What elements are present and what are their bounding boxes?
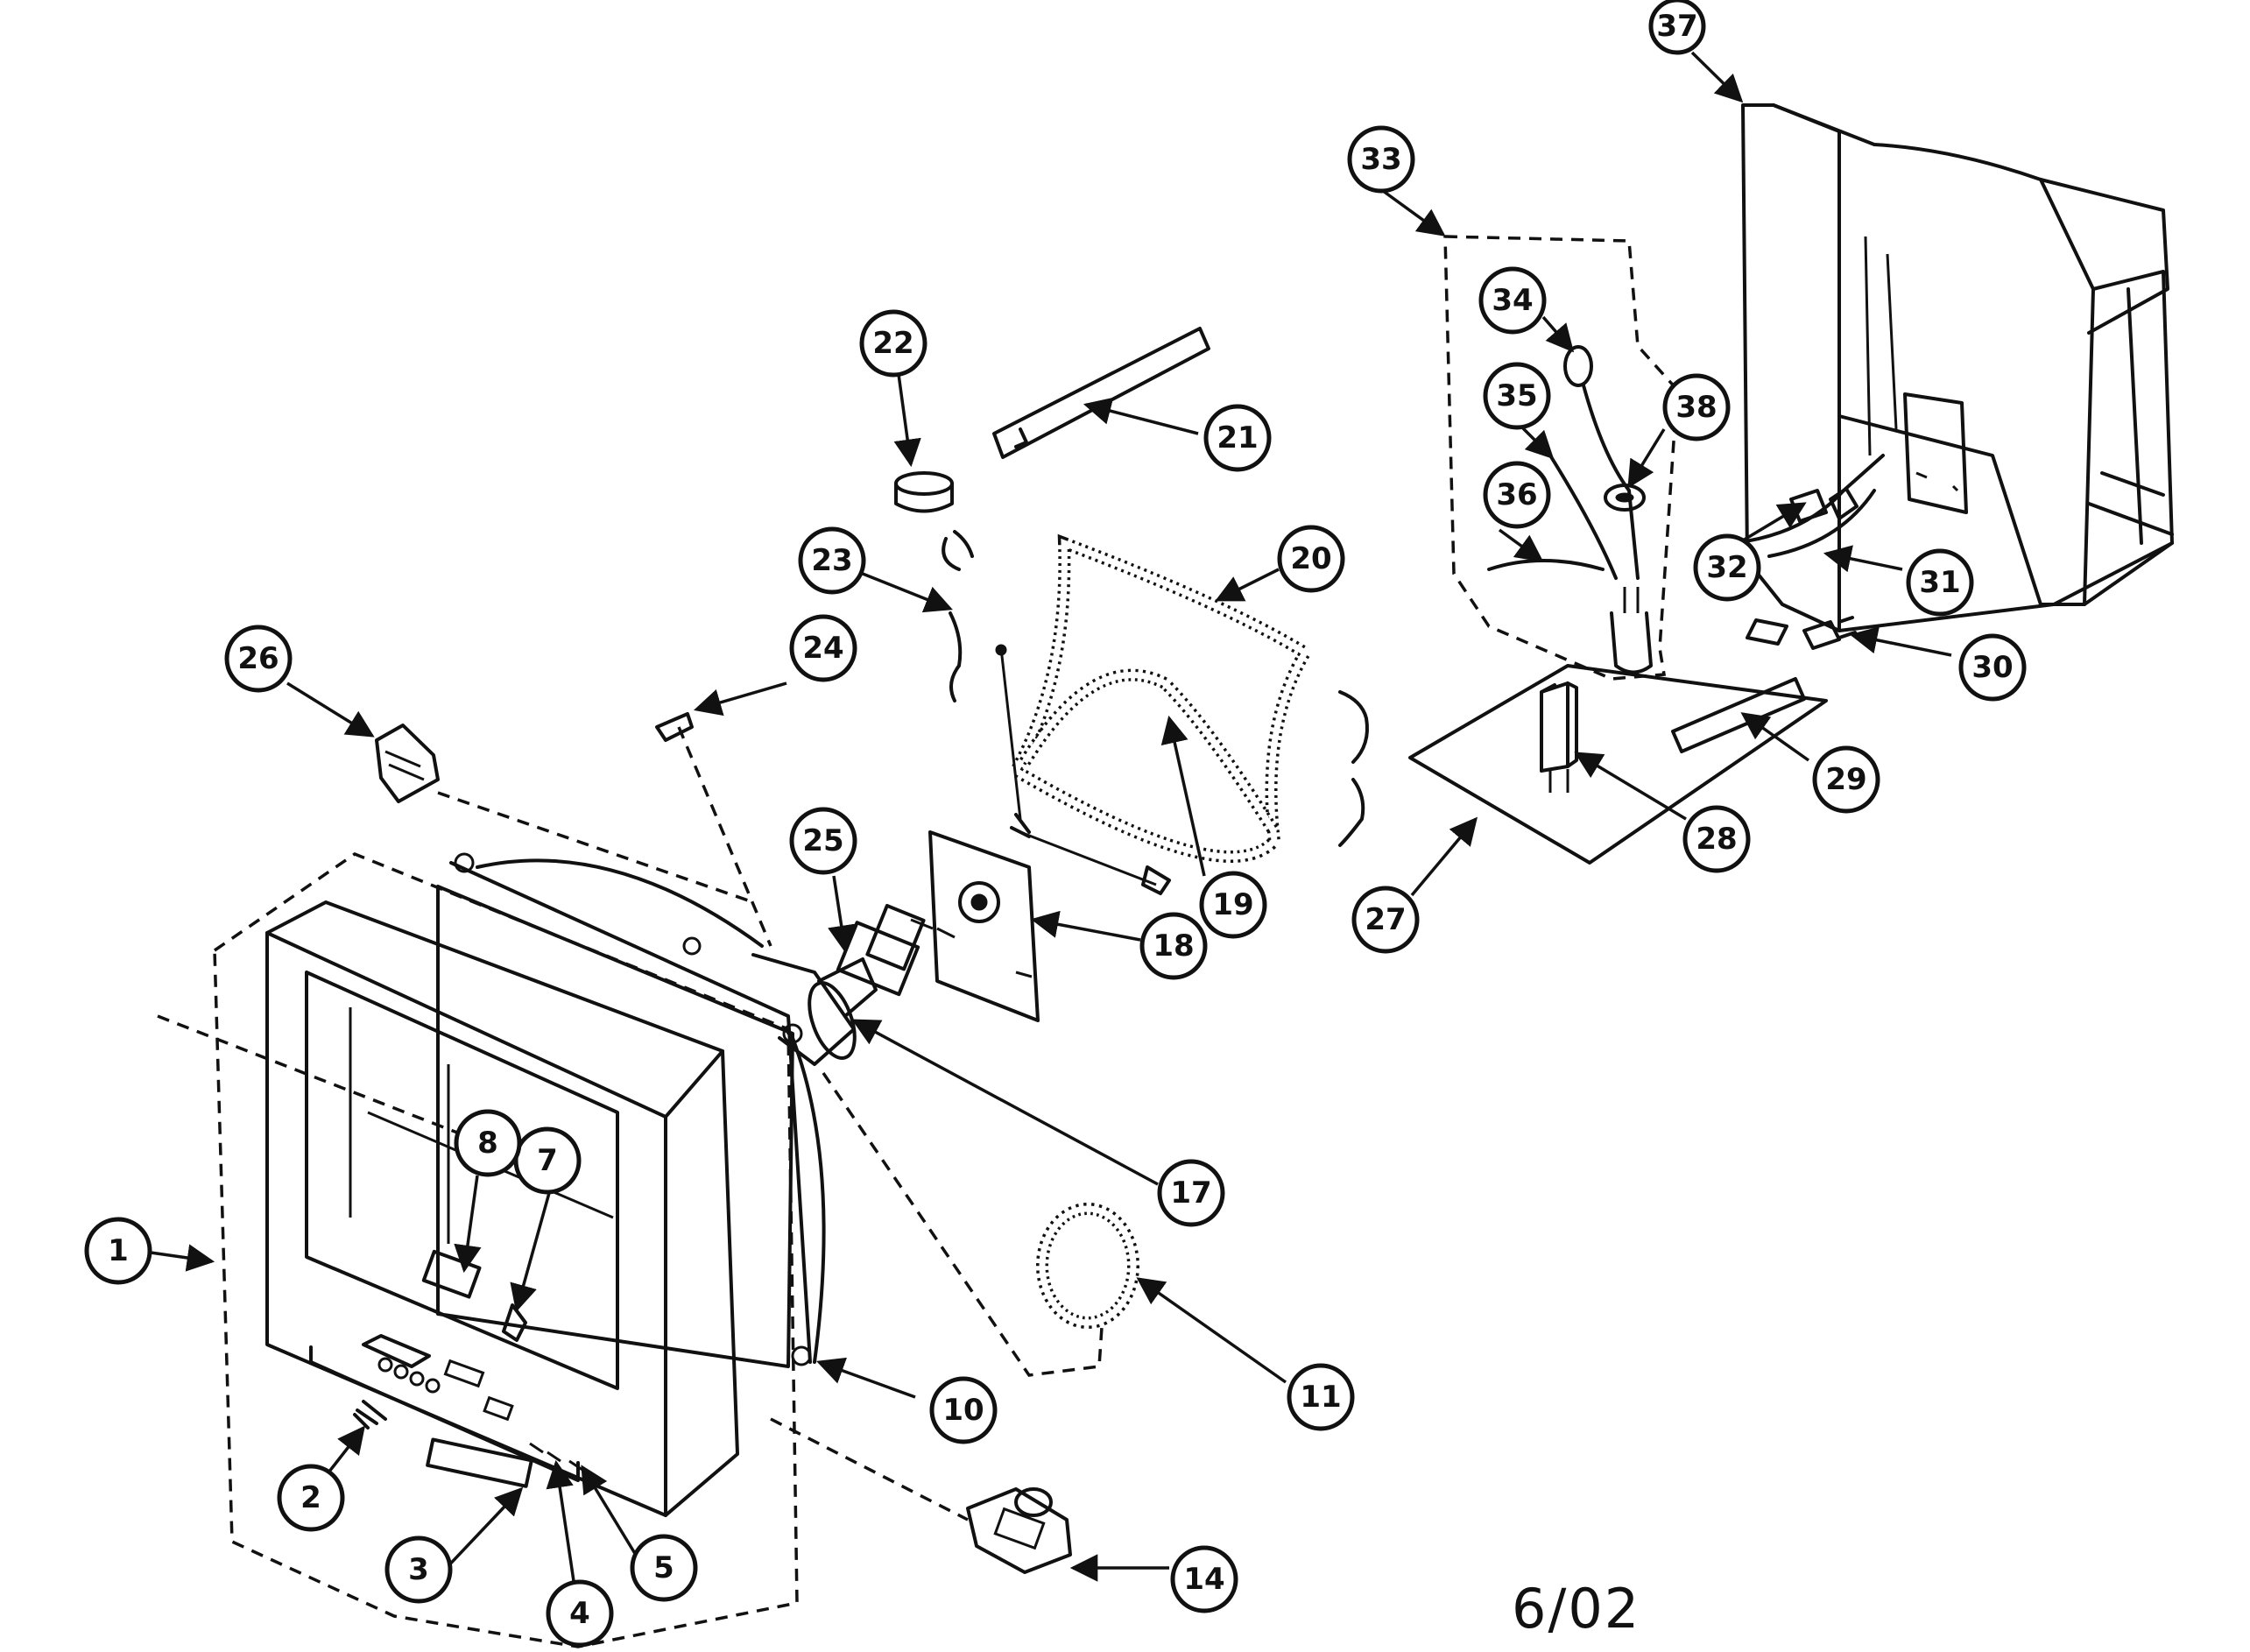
front-panel-controls	[353, 1249, 583, 1488]
callout-38: 38	[1662, 373, 1731, 441]
callout-5-label: 5	[653, 1550, 674, 1585]
callout-38-label: 38	[1675, 390, 1717, 425]
ring-magnet	[894, 471, 954, 513]
picture-tube	[436, 852, 878, 1368]
callout-32-label: 32	[1706, 550, 1747, 585]
speaker-ring	[1036, 1203, 1139, 1329]
callout-20-label: 20	[1290, 541, 1331, 576]
callout-22-label: 22	[872, 326, 913, 361]
callout-24: 24	[789, 614, 857, 682]
callout-34-label: 34	[1492, 283, 1533, 318]
callout-30-label: 30	[1971, 650, 2013, 685]
callout-7: 7	[513, 1126, 582, 1195]
callout-4-label: 4	[569, 1596, 590, 1631]
callout-17: 17	[1157, 1159, 1225, 1227]
callout-10: 10	[929, 1376, 998, 1444]
callout-8-label: 8	[477, 1126, 498, 1161]
assembly-boundary-33	[1443, 235, 1679, 681]
callout-24-label: 24	[802, 631, 843, 666]
callout-19: 19	[1199, 871, 1267, 939]
callout-25-label: 25	[802, 823, 843, 858]
callout-18: 18	[1139, 912, 1208, 980]
callout-11: 11	[1287, 1363, 1355, 1431]
callout-1: 1	[84, 1217, 152, 1285]
callout-19-label: 19	[1212, 887, 1253, 922]
strap-bar	[992, 327, 1210, 459]
front-cabinet	[265, 900, 739, 1517]
callout-23-label: 23	[811, 543, 852, 578]
callout-20: 20	[1277, 525, 1345, 593]
callout-14: 14	[1170, 1545, 1238, 1613]
callout-32: 32	[1693, 533, 1761, 602]
callout-37: 37	[1648, 0, 1706, 55]
callout-8: 8	[454, 1109, 522, 1177]
callout-26: 26	[224, 625, 293, 693]
date-stamp: 6/02	[1512, 1577, 1641, 1641]
neck-board	[928, 830, 1040, 1022]
callout-21-label: 21	[1217, 420, 1258, 455]
callout-36-label: 36	[1496, 477, 1537, 512]
callout-21: 21	[1203, 404, 1272, 472]
flyback-wires	[1487, 345, 1646, 580]
callout-14-label: 14	[1183, 1562, 1224, 1597]
main-chassis	[1408, 587, 1828, 865]
callout-25: 25	[789, 807, 857, 875]
callout-1-label: 1	[108, 1233, 129, 1268]
tube-neck-assembly	[836, 903, 934, 997]
jack-plate	[966, 1487, 1072, 1574]
callout-2-label: 2	[300, 1480, 321, 1515]
callout-5: 5	[630, 1534, 698, 1602]
callout-23: 23	[798, 526, 866, 595]
callout-35: 35	[1483, 362, 1551, 430]
rear-cabinet	[1741, 103, 2174, 632]
leader-lines	[150, 51, 1952, 1582]
callout-27-label: 27	[1365, 902, 1406, 937]
callout-29-label: 29	[1825, 762, 1866, 797]
callout-31-label: 31	[1919, 565, 1960, 600]
bracket-part	[375, 724, 440, 803]
callout-3: 3	[384, 1536, 453, 1604]
coil-spring	[995, 644, 1171, 895]
callout-7-label: 7	[537, 1143, 558, 1178]
assembly-boundary-1	[213, 852, 799, 1648]
callout-27: 27	[1351, 886, 1420, 954]
callout-11-label: 11	[1300, 1380, 1341, 1415]
callout-29: 29	[1812, 745, 1880, 814]
callout-18-label: 18	[1153, 928, 1194, 964]
callout-3-label: 3	[408, 1552, 429, 1587]
callout-2: 2	[277, 1464, 345, 1532]
callout-10-label: 10	[942, 1393, 984, 1428]
callout-36: 36	[1483, 461, 1551, 529]
callout-28-label: 28	[1696, 822, 1737, 857]
clip-part	[655, 712, 694, 742]
degauss-coil	[1007, 533, 1314, 863]
callout-22: 22	[859, 309, 928, 378]
callout-4: 4	[546, 1579, 614, 1648]
wedge-clips	[942, 530, 1369, 847]
callout-28: 28	[1682, 805, 1751, 873]
callout-37-label: 37	[1656, 9, 1697, 44]
callout-35-label: 35	[1496, 378, 1537, 413]
callout-30: 30	[1958, 633, 2027, 702]
callout-17-label: 17	[1170, 1175, 1211, 1211]
callout-31: 31	[1906, 548, 1974, 617]
callout-26-label: 26	[237, 641, 279, 676]
axis-line	[157, 1014, 474, 1140]
callout-34: 34	[1478, 266, 1547, 335]
callout-33-label: 33	[1360, 142, 1401, 177]
callout-33: 33	[1347, 125, 1415, 194]
